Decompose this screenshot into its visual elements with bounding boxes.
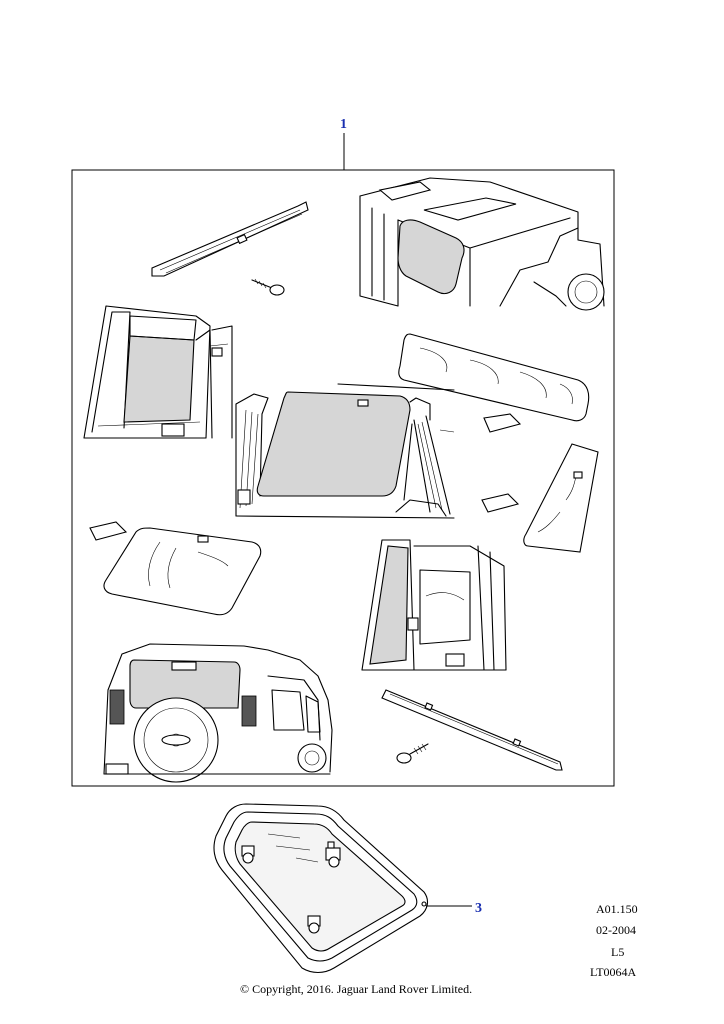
latch-top-left [241, 845, 255, 864]
narrow-side-glass [523, 443, 599, 553]
vehicle-rear-illustration [103, 643, 333, 783]
roof-illustration [359, 177, 605, 311]
copyright: © Copyright, 2016. Jaguar Land Rover Lim… [240, 982, 472, 996]
trim-strip [151, 201, 309, 277]
callout-3[interactable]: 3 [475, 901, 482, 916]
latch-bottom [307, 915, 321, 934]
loose-glass-panel [103, 527, 262, 616]
kit-frame [71, 169, 615, 787]
rail-strip [381, 689, 563, 771]
swatch-3 [89, 521, 128, 541]
latch-top-right [325, 841, 341, 868]
callout-1[interactable]: 1 [340, 117, 347, 132]
diagram-date: 02-2004 [596, 923, 636, 937]
center-quarter-illustration [235, 383, 455, 519]
diagram-level: L5 [611, 945, 624, 959]
swatch-2 [481, 493, 520, 513]
rear-door-illustration [361, 539, 507, 671]
diagram-code: LT0064A [590, 965, 637, 979]
diagram-ref: A01.150 [596, 902, 638, 916]
screw-bottom [396, 743, 429, 764]
sunroof-glass-assembly [213, 803, 429, 974]
quarter-glass-large [398, 333, 590, 422]
side-door-illustration [83, 305, 233, 439]
screw-top [251, 278, 285, 296]
swatch-1 [483, 413, 522, 433]
